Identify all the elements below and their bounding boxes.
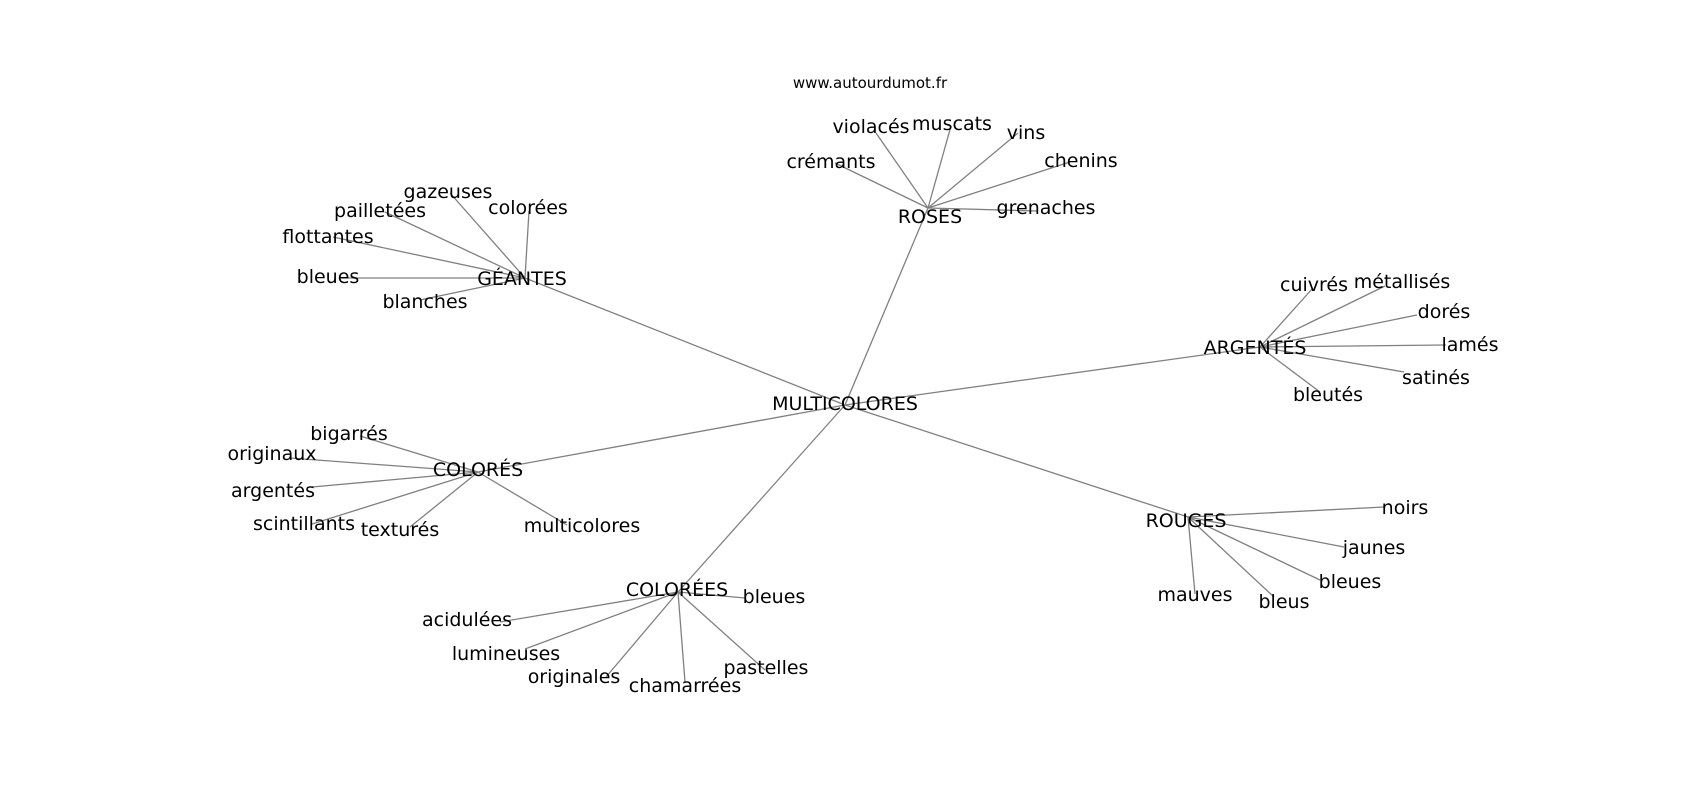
leaf-node-label: cuivrés: [1280, 274, 1348, 296]
leaf-node-label: noirs: [1382, 497, 1429, 519]
edge-center-to-0: [524, 277, 846, 406]
edge-3-leaf-4: [409, 471, 479, 528]
leaf-node-label: originales: [528, 666, 621, 688]
leaf-node-label: scintillants: [253, 513, 355, 535]
edge-2-leaf-2: [1259, 314, 1418, 348]
leaf-node-label: gazeuses: [404, 181, 493, 203]
leaf-node-label: crémants: [786, 151, 875, 173]
leaf-node-label: chenins: [1044, 150, 1117, 172]
leaf-node-label: mauves: [1157, 584, 1232, 606]
leaf-node-label: bleues: [743, 586, 806, 608]
edge-4-leaf-1: [1187, 516, 1345, 548]
edge-4-leaf-4: [1187, 516, 1275, 598]
edge-3-leaf-1: [289, 457, 479, 473]
source-label: www.autourdumot.fr: [793, 74, 948, 92]
edge-0-leaf-3: [332, 236, 526, 279]
edge-center-to-4: [844, 404, 1189, 518]
edge-1-leaf-0: [875, 132, 929, 209]
cluster-node-label: COLORÉES: [626, 578, 728, 601]
edge-center-to-3: [477, 404, 846, 473]
leaf-node-label: dorés: [1418, 301, 1471, 323]
edge-0-leaf-1: [384, 211, 526, 279]
edge-2-leaf-0: [1259, 288, 1313, 348]
cluster-node-label: GÉANTES: [477, 267, 567, 290]
edge-4-leaf-3: [1187, 516, 1196, 595]
leaf-node-label: multicolores: [524, 515, 641, 537]
cluster-node-label: ARGENTÉS: [1204, 336, 1307, 359]
edge-4-leaf-0: [1187, 506, 1385, 518]
leaf-node-label: blanches: [382, 291, 467, 313]
leaf-node-label: colorées: [488, 197, 568, 219]
edge-5-leaf-2: [524, 591, 679, 650]
leaf-node-label: lamés: [1441, 334, 1498, 356]
cluster-node-label: ROUGES: [1146, 510, 1227, 532]
edge-2-leaf-3: [1259, 344, 1447, 348]
leaf-node-label: lumineuses: [452, 643, 560, 665]
edge-5-leaf-1: [499, 591, 679, 623]
leaf-node-label: métallisés: [1354, 271, 1451, 293]
edge-5-leaf-0: [677, 591, 746, 599]
leaf-node-label: grenaches: [997, 197, 1096, 219]
leaf-node-label: pailletées: [334, 200, 426, 222]
edge-3-leaf-3: [311, 471, 479, 525]
edge-center-to-1: [844, 207, 929, 406]
edge-1-leaf-1: [927, 125, 952, 209]
leaf-node-label: jaunes: [1342, 537, 1406, 559]
graph-edges: [289, 125, 1447, 683]
leaf-node-label: pastelles: [724, 657, 809, 679]
edge-3-leaf-0: [359, 435, 479, 473]
edge-0-leaf-0: [449, 192, 526, 279]
edge-1-leaf-3: [834, 162, 929, 209]
edge-1-leaf-4: [927, 161, 1071, 209]
edge-2-leaf-5: [1259, 346, 1321, 393]
leaf-node-label: flottantes: [282, 226, 373, 248]
edge-4-leaf-2: [1187, 516, 1321, 581]
leaf-node-label: bigarrés: [310, 423, 388, 445]
edge-3-leaf-5: [477, 471, 568, 526]
center-node-label: MULTICOLORES: [772, 393, 918, 415]
edge-1-leaf-5: [927, 207, 1038, 212]
leaf-node-label: bleues: [297, 266, 360, 288]
edge-0-leaf-2: [524, 210, 530, 279]
edge-2-leaf-4: [1259, 346, 1405, 373]
edge-1-leaf-2: [927, 132, 1019, 209]
edge-center-to-5: [677, 404, 846, 593]
edge-3-leaf-2: [311, 471, 479, 488]
cluster-node-label: COLORÉS: [433, 458, 523, 481]
edge-5-leaf-3: [605, 591, 679, 678]
cluster-node-label: ROSES: [898, 206, 962, 228]
edge-center-to-2: [844, 346, 1261, 406]
leaf-node-label: originaux: [227, 443, 316, 465]
leaf-node-label: bleus: [1259, 591, 1310, 613]
leaf-node-label: chamarrées: [629, 675, 741, 697]
leaf-node-label: argentés: [231, 480, 315, 502]
leaf-node-label: bleutés: [1293, 384, 1363, 406]
leaf-node-label: muscats: [912, 113, 992, 135]
edge-0-leaf-5: [419, 277, 526, 301]
leaf-node-label: satinés: [1402, 367, 1470, 389]
leaf-node-label: vins: [1007, 122, 1045, 144]
leaf-node-label: violacés: [832, 116, 909, 138]
edge-5-leaf-4: [677, 591, 686, 683]
edge-5-leaf-5: [677, 591, 766, 671]
leaf-node-label: acidulées: [422, 609, 512, 631]
leaf-node-label: texturés: [361, 519, 440, 541]
leaf-node-label: bleues: [1319, 571, 1382, 593]
edge-2-leaf-1: [1259, 285, 1386, 348]
